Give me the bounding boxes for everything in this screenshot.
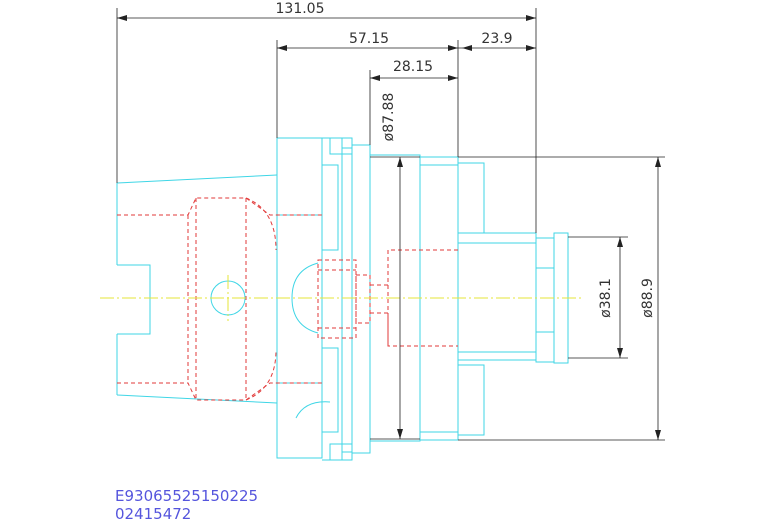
dim-label-overall: 131.05 xyxy=(276,1,325,17)
dim-label-a: 57.15 xyxy=(349,31,389,47)
part-number: 02415472 xyxy=(115,505,191,523)
dim-label-c: 28.15 xyxy=(393,59,433,75)
dimension-overall-length: 131.05 xyxy=(116,1,537,233)
hidden-lines xyxy=(117,197,458,401)
dimension-length-b: 23.9 xyxy=(458,31,536,51)
dimension-length-a: 57.15 xyxy=(276,31,459,157)
dimension-dia-bore: ø38.1 xyxy=(568,236,628,359)
dim-label-dia-flange: ø87.88 xyxy=(381,93,397,142)
part-code: E93065525150225 xyxy=(115,487,258,505)
dimension-dia-outer: ø88.9 xyxy=(458,156,665,441)
dim-label-dia-outer: ø88.9 xyxy=(640,278,656,318)
tool-holder-body xyxy=(116,137,569,461)
dim-label-b: 23.9 xyxy=(481,31,512,47)
dimension-dia-flange: ø87.88 xyxy=(370,93,420,440)
dim-label-dia-bore: ø38.1 xyxy=(598,278,614,318)
dimension-length-c: 28.15 xyxy=(369,59,458,145)
